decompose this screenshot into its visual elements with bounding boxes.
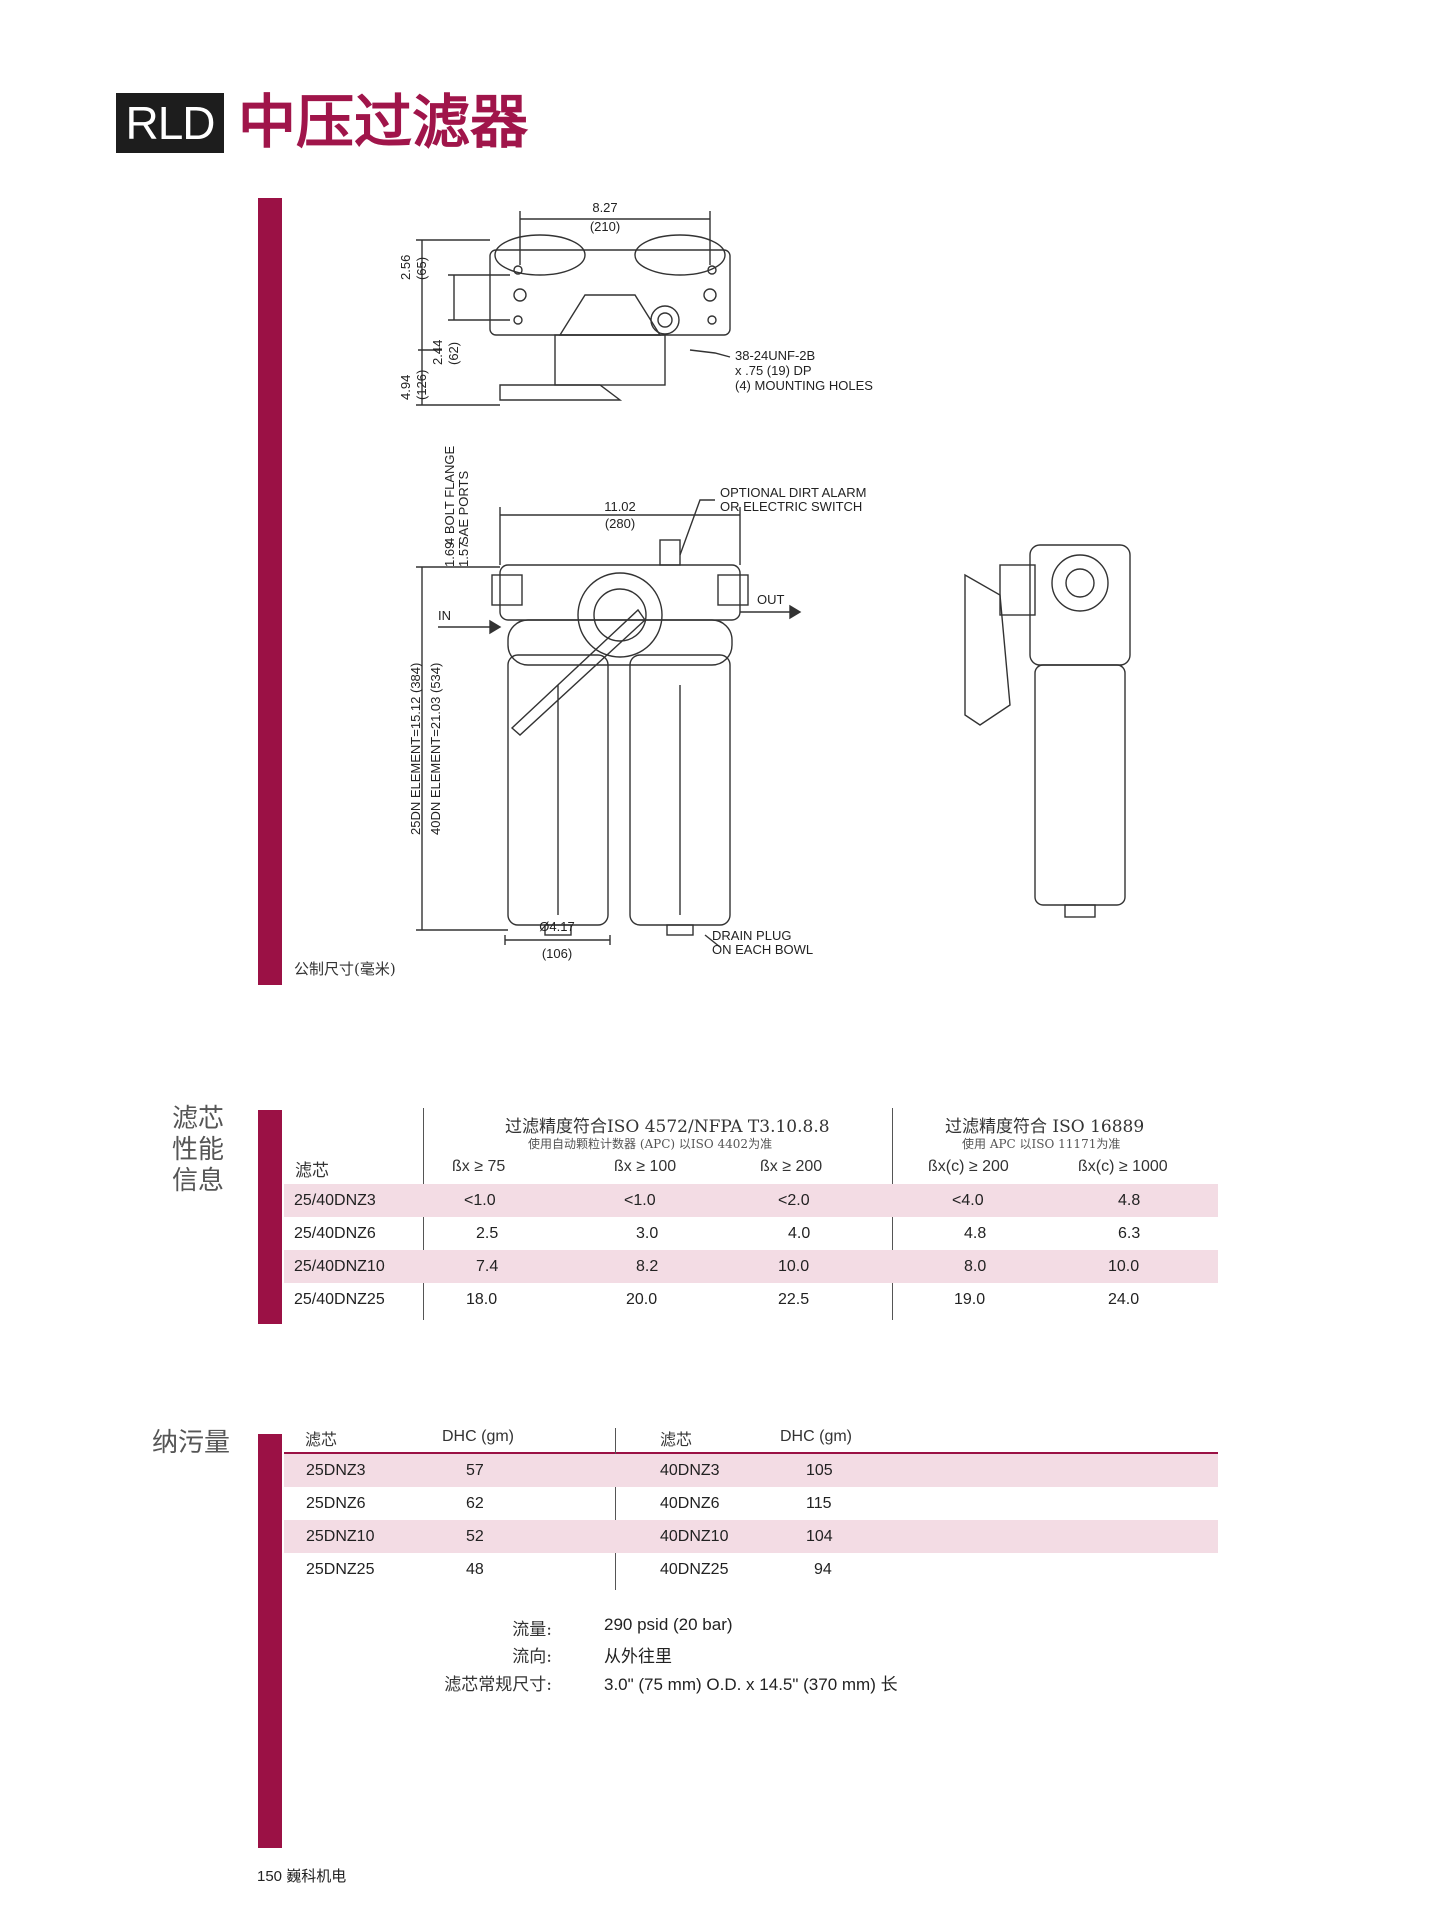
dhc-header-rule (284, 1452, 1218, 1454)
table-row: 25/40DNZ25 18.0 20.0 22.5 19.0 24.0 (294, 1291, 1140, 1308)
front-view-neck (507, 619, 733, 666)
flange-note-1: 4 BOLT FLANGE (442, 445, 457, 545)
side-view-bowl (1034, 664, 1126, 906)
dim-c-mm: (62) (446, 342, 461, 365)
perf-col-2: ßx ≥ 100 (614, 1158, 677, 1175)
perf-group1-title: 过滤精度符合ISO 4572/NFPA T3.10.8.8 (505, 1117, 830, 1137)
perf-group2-title: 过滤精度符合 ISO 16889 (945, 1117, 1145, 1137)
dhc-section-label: 纳污量 (152, 1428, 231, 1458)
table-row: 25/40DNZ6 2.5 3.0 4.0 4.8 6.3 (294, 1225, 1141, 1242)
dhc-col-dhc-left: DHC (gm) (442, 1428, 514, 1445)
mounting-note-1: 38-24UNF-2B (735, 348, 815, 363)
mount-hole (513, 288, 527, 302)
perf-col-4: ßx(c) ≥ 200 (928, 1158, 1009, 1175)
section-bar-dhc (258, 1434, 282, 1848)
mount-hole (703, 288, 717, 302)
table-row: 25DNZ6 62 40DNZ6 115 (306, 1495, 832, 1512)
drain-plug-right (666, 924, 694, 936)
top-view-bowl-right (634, 234, 726, 276)
side-view-head (1029, 544, 1131, 666)
height-note-1: 25DN ELEMENT=15.12 (384) (408, 663, 423, 835)
section-bar-drawing (258, 198, 282, 985)
front-width-dim-mm: (280) (605, 516, 635, 531)
top-width-dim-mm: (210) (590, 219, 620, 234)
diameter-dim-mm: (106) (542, 946, 572, 961)
section-bar-performance (258, 1110, 282, 1324)
dhc-col-element-right: 滤芯 (660, 1430, 693, 1449)
dim-b-mm: (126) (414, 370, 429, 400)
table-row: 25/40DNZ3 <1.0 <1.0 <2.0 <4.0 4.8 (284, 1184, 1218, 1217)
perf-col-1: ßx ≥ 75 (452, 1158, 506, 1175)
perf-col-element: 滤芯 (295, 1161, 329, 1181)
flange-dim-1: 1.69 (442, 542, 457, 567)
drain-plug-left (544, 924, 572, 936)
dim-a: 2.56 (398, 255, 413, 280)
model-code-badge: RLD (116, 93, 224, 153)
technical-drawing: 8.27 (210) 2.56 (65) 4.94 (126) 2.44 (62… (398, 200, 1131, 961)
height-note-2: 40DN ELEMENT=21.03 (534) (428, 663, 443, 835)
mounting-note-2: x .75 (19) DP (735, 363, 812, 378)
table-row: 25DNZ3 57 40DNZ3 105 (284, 1454, 1218, 1487)
perf-col-5: ßx(c) ≥ 1000 (1078, 1158, 1168, 1175)
flange-note-2: SAE PORTS (456, 470, 471, 545)
drain-note-2: ON EACH BOWL (712, 942, 813, 957)
drain-note-1: DRAIN PLUG (712, 928, 791, 943)
front-width-dim: 11.02 (604, 499, 636, 514)
unit-note: 公制尺寸(毫米) (294, 960, 396, 978)
front-view-handle (510, 608, 646, 736)
perf-col-3: ßx ≥ 200 (760, 1158, 823, 1175)
top-view-port (650, 305, 680, 335)
property-value-direction: 从外往里 (604, 1647, 672, 1667)
property-label-direction: 流向: (512, 1647, 552, 1667)
table-row: 25/40DNZ10 7.4 8.2 10.0 8.0 10.0 (284, 1250, 1218, 1283)
alarm-note-2: OR ELECTRIC SWITCH (720, 499, 862, 514)
top-view-head (558, 294, 662, 336)
alarm-note-1: OPTIONAL DIRT ALARM (720, 485, 866, 500)
mounting-note-3: (4) MOUNTING HOLES (735, 378, 873, 393)
top-view-handle (499, 384, 623, 401)
out-label: OUT (757, 592, 785, 607)
perf-group2-sub: 使用 APC 以ISO 11171为准 (962, 1137, 1121, 1151)
property-label-size: 滤芯常规尺寸: (444, 1675, 552, 1695)
property-value-size: 3.0" (75 mm) O.D. x 14.5" (370 mm) 长 (604, 1675, 898, 1694)
performance-section-label: 滤芯 性能 信息 (172, 1104, 225, 1196)
property-label-flow: 流量: (512, 1620, 552, 1640)
flange-dim-2: 1.57 (456, 542, 471, 567)
front-view-valve (577, 572, 663, 658)
page-footer: 150 巍科机电 (257, 1868, 347, 1885)
in-label: IN (438, 608, 451, 623)
dim-c: 2.44 (430, 340, 445, 365)
top-width-dim: 8.27 (592, 200, 617, 215)
side-view-handle (964, 573, 1011, 726)
dim-a-mm: (65) (414, 257, 429, 280)
page-title: 中压过滤器 (238, 88, 529, 156)
dhc-col-dhc-right: DHC (gm) (780, 1428, 852, 1445)
property-value-flow: 290 psid (20 bar) (604, 1615, 733, 1634)
top-view-bowl-left (494, 234, 586, 276)
table-row: 25DNZ25 48 40DNZ25 94 (306, 1561, 832, 1578)
dim-b: 4.94 (398, 375, 413, 400)
table-row: 25DNZ10 52 40DNZ10 104 (284, 1520, 1218, 1553)
diameter-dim: Ø4.17 (539, 919, 574, 934)
dirt-alarm (659, 539, 681, 566)
perf-group1-sub: 使用自动颗粒计数器 (APC) 以ISO 4402为准 (528, 1137, 773, 1151)
dhc-divider (615, 1428, 616, 1590)
dhc-col-element-left: 滤芯 (305, 1430, 338, 1449)
